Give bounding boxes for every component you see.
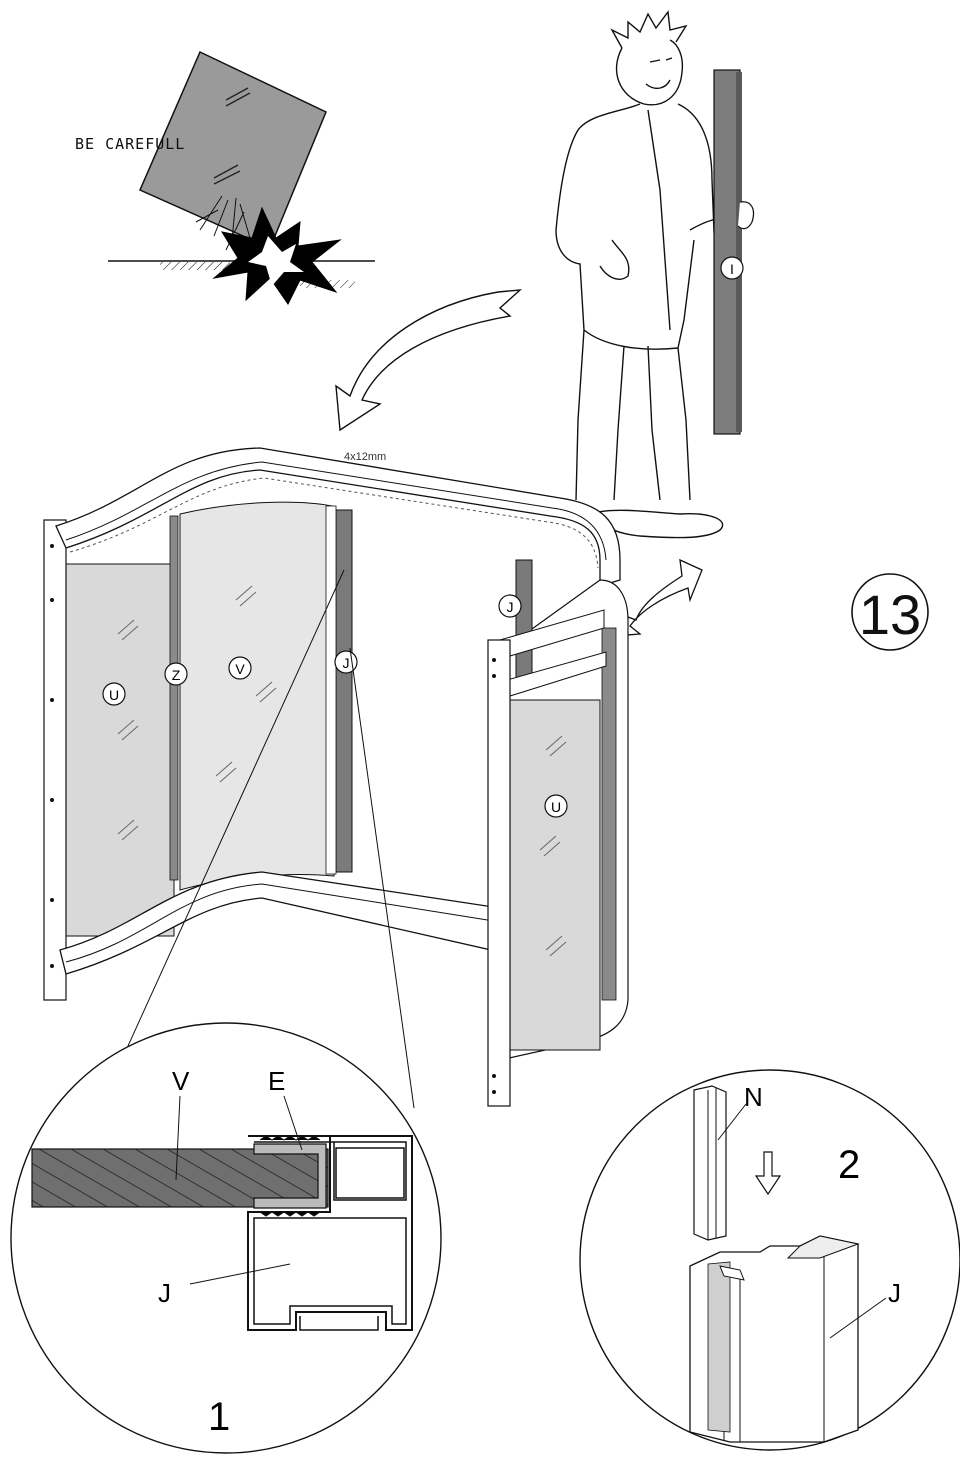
detail1-label-E: E — [268, 1066, 285, 1096]
detail-2-insertion: N 2 J — [579, 1069, 960, 1451]
screw-spec-label: 4x12mm — [344, 451, 386, 463]
warning-text: BE CAREFULL — [75, 135, 185, 153]
installer-figure — [555, 10, 741, 539]
callout-I — [720, 256, 744, 280]
frame-callouts: U Z V J J U — [102, 594, 568, 818]
warning-vignette: BE CAREFULL — [75, 50, 375, 305]
detail-2-number: 2 — [838, 1143, 860, 1187]
detail1-label-V: V — [172, 1066, 190, 1096]
label-V: V — [235, 661, 245, 677]
seal-E — [253, 1143, 327, 1209]
curved-arrow-top — [335, 289, 523, 432]
label-J-center: J — [343, 655, 350, 671]
detail-1-cross-section: V E J 1 — [10, 1022, 442, 1454]
label-I: I — [730, 261, 734, 277]
label-U-right: U — [551, 799, 561, 815]
label-Z: Z — [172, 667, 181, 683]
profile-J-block — [689, 1235, 860, 1443]
detail2-label-N: N — [744, 1082, 763, 1112]
detail1-label-J: J — [158, 1278, 171, 1308]
label-U-left: U — [109, 687, 119, 703]
step-number-badge: 13 — [851, 573, 929, 651]
shower-frame: 4x12mm — [43, 447, 629, 1107]
detail2-label-J: J — [888, 1278, 901, 1308]
label-J-right: J — [507, 599, 514, 615]
glass-panel-V-section — [31, 1148, 329, 1208]
profile-N-strip — [693, 1085, 727, 1241]
down-arrow-icon — [754, 1151, 782, 1196]
step-number: 13 — [859, 583, 921, 646]
detail-1-number: 1 — [208, 1395, 230, 1439]
